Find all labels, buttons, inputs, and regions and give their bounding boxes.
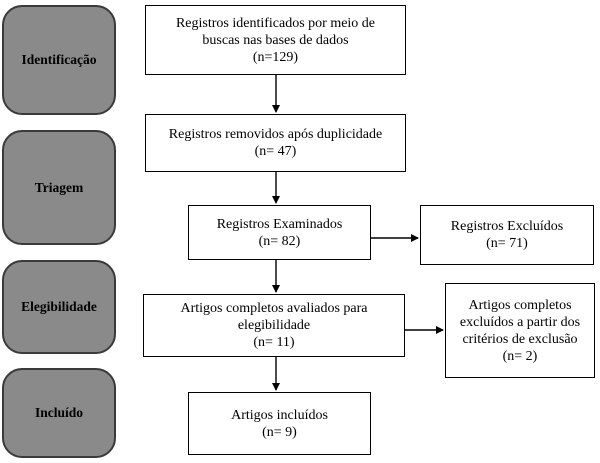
box-examined-records: Registros Examinados (n= 82) <box>188 205 371 260</box>
box-excluded-line2: (n= 71) <box>486 236 528 251</box>
phase-elegibilidade: Elegibilidade <box>2 260 116 354</box>
phase-incluido: Incluído <box>2 368 116 458</box>
phase-triagem-label: Triagem <box>34 179 84 195</box>
box-fulltext-excluded-line2: excluídos a partir dos <box>459 314 581 330</box>
box-examined-line1: Registros Examinados <box>216 216 343 232</box>
box-fulltext-excluded-line1: Artigos completos <box>468 297 572 313</box>
phase-incluido-label: Incluído <box>34 405 84 420</box>
box-included-line2: (n= 9) <box>262 424 297 440</box>
box-fulltext-excluded-line4: (n= 2) <box>502 348 538 364</box>
box-fulltext-line1: Artigos completos avaliados para <box>180 301 368 316</box>
box-examined-line2: (n= 82) <box>258 233 301 249</box>
box-fulltext-excluded: Artigos completos excluídos a partir dos… <box>445 283 595 378</box>
phase-identificacao-label: Identificação <box>21 52 97 67</box>
box-excluded-records: Registros Excluídos (n= 71) <box>420 205 594 265</box>
phase-identificacao: Identificação <box>2 5 116 115</box>
box-included-line1: Artigos incluídos <box>231 407 328 423</box>
box-included-articles: Artigos incluídos (n= 9) <box>188 392 371 455</box>
box-identified-records: Registros identificados por meio de busc… <box>145 5 406 75</box>
box-fulltext-assessed: Artigos completos avaliados para elegibi… <box>143 294 405 357</box>
phase-triagem: Triagem <box>2 130 116 245</box>
box-duplicates-line1: Registros removidos após duplicidade <box>168 127 383 142</box>
phase-elegibilidade-label: Elegibilidade <box>21 299 97 314</box>
box-excluded-line1: Registros Excluídos <box>450 219 564 234</box>
box-fulltext-line2: elegibilidade <box>237 318 311 333</box>
box-identified-line1: Registros identificados por meio de <box>175 15 376 31</box>
box-duplicates-removed: Registros removidos após duplicidade (n=… <box>145 114 406 172</box>
box-identified-line2: buscas nas bases de dados <box>202 32 349 48</box>
box-duplicates-line2: (n= 47) <box>254 144 297 159</box>
box-fulltext-line3: (n= 11) <box>253 335 295 350</box>
box-identified-line3: (n=129) <box>252 49 299 65</box>
box-fulltext-excluded-line3: critérios de exclusão <box>462 331 578 347</box>
